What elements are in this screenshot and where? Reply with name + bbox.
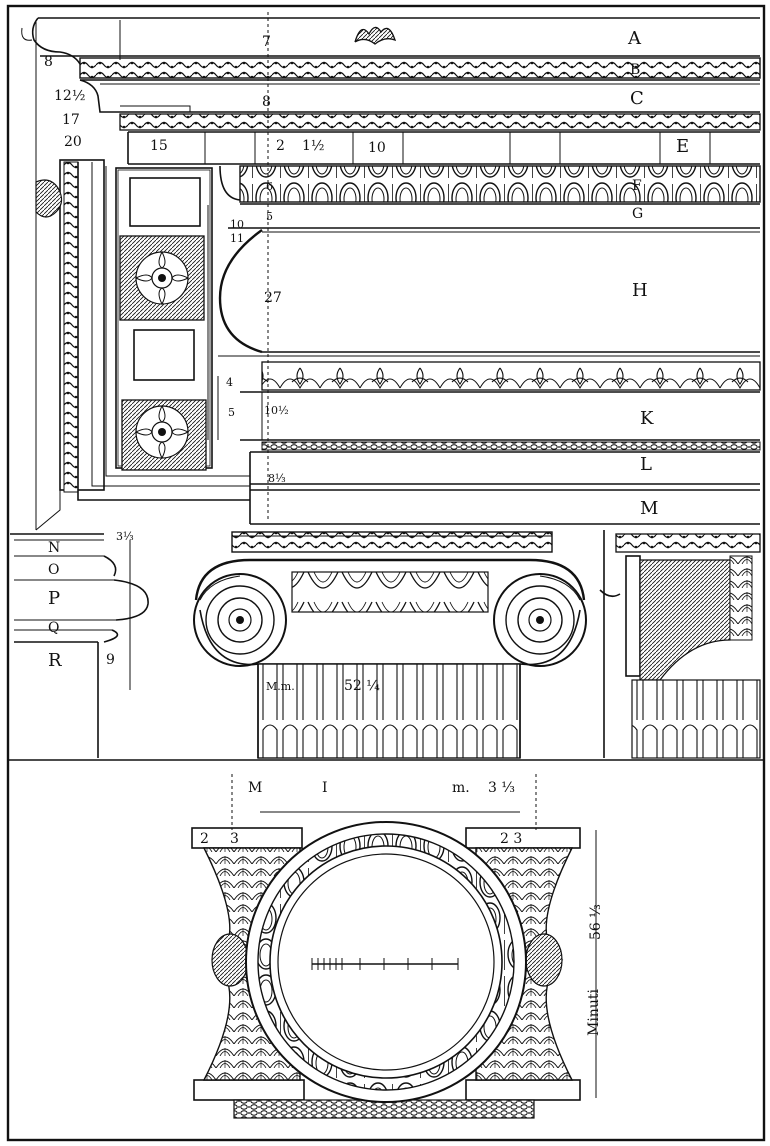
label-C: C — [630, 88, 644, 109]
measure-min: M.m. — [266, 680, 295, 693]
plan-measure-56: 56 ⅓ — [588, 904, 604, 940]
measure-8-left: 8 — [44, 54, 53, 70]
capital-side-view — [599, 530, 761, 759]
measure-1-half: 1½ — [302, 138, 324, 154]
measure-8-top: 8 — [262, 94, 271, 110]
measure-27: 27 — [264, 290, 282, 306]
ionic-capital-elevation — [193, 531, 587, 759]
label-Q: Q — [48, 620, 59, 636]
plan-label-M: M — [248, 780, 262, 796]
base-profile — [10, 533, 149, 758]
measure-5b: 5 — [228, 406, 235, 419]
cornice — [21, 17, 761, 525]
measure-52: 52 ¼ — [344, 678, 380, 694]
measure-6: 6 — [266, 180, 273, 193]
capital-plan — [191, 774, 597, 1119]
label-R: R — [48, 650, 62, 671]
measure-11: 11 — [230, 232, 244, 245]
acanthus-ornament — [354, 26, 397, 45]
label-B: B — [630, 62, 640, 78]
label-E: E — [676, 136, 689, 157]
minuti-label: Minuti — [586, 989, 602, 1036]
measure-15: 15 — [150, 138, 168, 154]
measurement-labels: 7 8 12½ 17 20 8 15 2 1½ 10 6 5 10 11 27 … — [44, 34, 604, 1036]
measure-7: 7 — [262, 34, 271, 50]
label-P: P — [48, 588, 60, 609]
plan-label-3: 3 ⅓ — [488, 780, 515, 796]
measure-4: 4 — [226, 376, 233, 389]
measure-12: 12½ — [54, 88, 85, 104]
rosette-ornament — [135, 251, 189, 305]
measure-9: 9 — [106, 652, 115, 668]
label-L: L — [640, 454, 652, 475]
plan-measure-2: 2 — [200, 831, 209, 847]
scale-bar — [311, 958, 459, 970]
measure-20: 20 — [64, 134, 82, 150]
rosette-ornament — [135, 405, 189, 459]
volute-left — [193, 573, 287, 667]
label-A: A — [627, 28, 642, 49]
measure-10-half: 10½ — [264, 404, 289, 417]
volute-right — [493, 573, 587, 667]
measure-10b: 10 — [230, 218, 244, 231]
measure-10: 10 — [368, 140, 386, 156]
label-N: N — [48, 540, 60, 556]
measure-8-third: 8⅓ — [268, 472, 286, 485]
measure-3-third: 3⅓ — [116, 530, 134, 543]
label-G: G — [632, 206, 643, 222]
label-O: O — [48, 562, 59, 578]
plan-measure-3: 3 — [230, 831, 239, 847]
door-frame — [35, 150, 250, 531]
measure-17: 17 — [62, 112, 80, 128]
label-H: H — [632, 280, 648, 301]
plan-measure-23: 2 3 — [500, 831, 522, 847]
measure-2: 2 — [276, 138, 285, 154]
scroll-ornament — [35, 179, 63, 218]
profile-dimension-lines — [35, 12, 269, 520]
label-K: K — [640, 408, 654, 429]
label-M: M — [640, 498, 658, 519]
plan-label-I: I — [322, 780, 328, 796]
label-F: F — [632, 178, 642, 194]
section-letter-labels: A B C E F G H K L M N O P Q R — [48, 28, 689, 671]
plan-label-m: m. — [452, 780, 470, 796]
plate-border — [6, 4, 766, 1142]
measure-5: 5 — [266, 210, 273, 223]
